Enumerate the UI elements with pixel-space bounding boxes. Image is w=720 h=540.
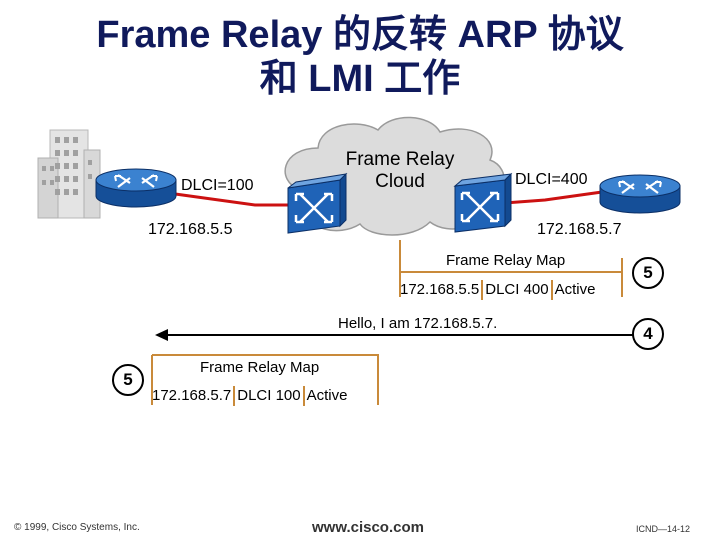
step-badge-right-upper: 5 — [632, 257, 664, 289]
left-ip-label: 172.168.5.5 — [148, 221, 233, 238]
right-map-frame — [399, 240, 623, 297]
right-map-dlci: DLCI 400 — [481, 280, 550, 300]
footer-url[interactable]: www.cisco.com — [312, 519, 424, 536]
left-map-row: 172.168.5.7 DLCI 100 Active — [150, 386, 349, 406]
right-dlci-label: DLCI=400 — [515, 171, 588, 188]
left-map-title: Frame Relay Map — [200, 359, 320, 376]
right-map-status: Active — [550, 280, 598, 300]
left-map-ip: 172.168.5.7 — [152, 387, 232, 404]
footer-page-number: ICND—14-12 — [636, 524, 691, 534]
left-map-status: Active — [302, 386, 350, 406]
link-left — [167, 191, 290, 207]
router-left-icon — [95, 168, 177, 208]
right-ip-label: 172.168.5.7 — [537, 221, 622, 238]
right-map-row: 172.168.5.5 DLCI 400 Active — [398, 280, 597, 300]
left-map-dlci: DLCI 100 — [233, 386, 302, 406]
step-badge-right-lower: 4 — [632, 318, 664, 350]
right-map-ip: 172.168.5.5 — [400, 281, 480, 298]
switch-left-icon — [287, 172, 348, 234]
step-badge-left: 5 — [112, 364, 144, 396]
link-right — [504, 190, 603, 205]
router-right-icon — [599, 174, 681, 214]
cloud-label: Frame Relay Cloud — [338, 149, 462, 193]
left-map-frame — [151, 354, 379, 405]
footer-copyright: © 1999, Cisco Systems, Inc. — [14, 522, 140, 533]
switch-right-icon — [453, 172, 513, 233]
cloud-label-line2: Cloud — [375, 171, 425, 192]
cloud-label-line1: Frame Relay — [345, 149, 455, 170]
hello-message: Hello, I am 172.168.5.7. — [338, 315, 498, 332]
page-title-line1: Frame Relay 的反转 ARP 协议 — [96, 14, 624, 56]
building-icon — [37, 129, 101, 219]
left-dlci-label: DLCI=100 — [181, 177, 254, 194]
hello-arrow — [155, 329, 640, 341]
page-title-line2: 和 LMI 工作 — [259, 58, 461, 100]
right-map-title: Frame Relay Map — [446, 252, 566, 269]
